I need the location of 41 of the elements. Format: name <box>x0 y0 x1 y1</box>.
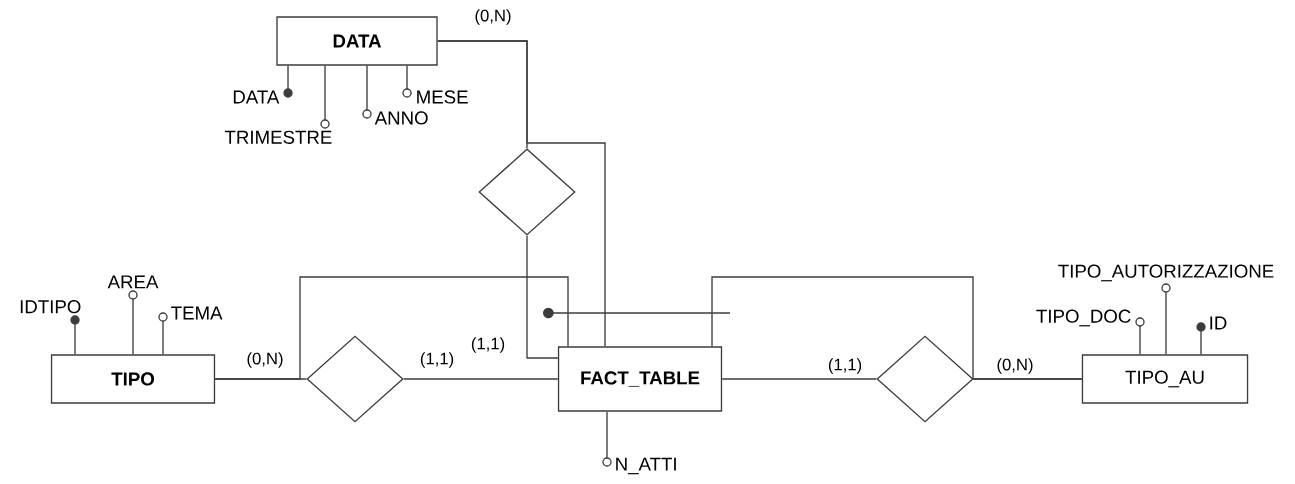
attribute-label: IDTIPO <box>20 300 81 314</box>
entity-box: DATA <box>276 16 438 66</box>
attribute-label: TEMA <box>171 306 223 320</box>
entity-box: FACT_TABLE <box>557 346 723 412</box>
attribute-label: ID <box>1210 316 1227 330</box>
relationship-diamond <box>478 148 576 236</box>
attribute-line <box>366 65 368 111</box>
attribute-label: MESE <box>417 90 468 104</box>
connector-line <box>526 235 559 359</box>
attribute-line <box>287 65 289 90</box>
attribute-label: ANNO <box>374 111 428 125</box>
attribute-label: AREA <box>107 275 159 289</box>
attribute-label: TIPO_DOC <box>1036 309 1131 327</box>
cardinality-label: (1,1) <box>826 356 864 376</box>
cardinality-label: (1,1) <box>418 350 456 370</box>
cardinality-label: (1,1) <box>469 335 507 355</box>
relationship-diamond <box>876 335 974 423</box>
attribute-line <box>74 323 76 355</box>
connector-line <box>403 378 559 380</box>
attribute-line <box>406 65 408 90</box>
cardinality-label: (0,N) <box>245 350 285 370</box>
connector-line <box>214 276 569 380</box>
attribute-line <box>162 320 164 355</box>
attribute-line <box>1139 325 1141 355</box>
cardinality-label: (0,N) <box>473 7 513 27</box>
connector-line <box>721 378 877 380</box>
connector-line <box>437 40 606 347</box>
entity-box: TIPO_AU <box>1081 354 1249 404</box>
attribute-line <box>324 65 326 121</box>
attribute-line <box>606 411 608 459</box>
attribute-label: N_ATTI <box>616 457 676 475</box>
connector-line <box>711 276 1083 380</box>
attribute-label: DATA <box>233 90 280 104</box>
attribute-label: TRIMESTRE <box>224 130 332 144</box>
attribute-line <box>1165 291 1167 355</box>
relationship-diamond <box>306 335 404 423</box>
attribute-line <box>132 298 134 355</box>
attribute-line <box>1200 330 1202 355</box>
entity-box: TIPO <box>50 354 216 404</box>
cardinality-label: (0,N) <box>995 356 1035 376</box>
attribute-label: TIPO_AUTORIZZAZIONE <box>1058 264 1274 282</box>
